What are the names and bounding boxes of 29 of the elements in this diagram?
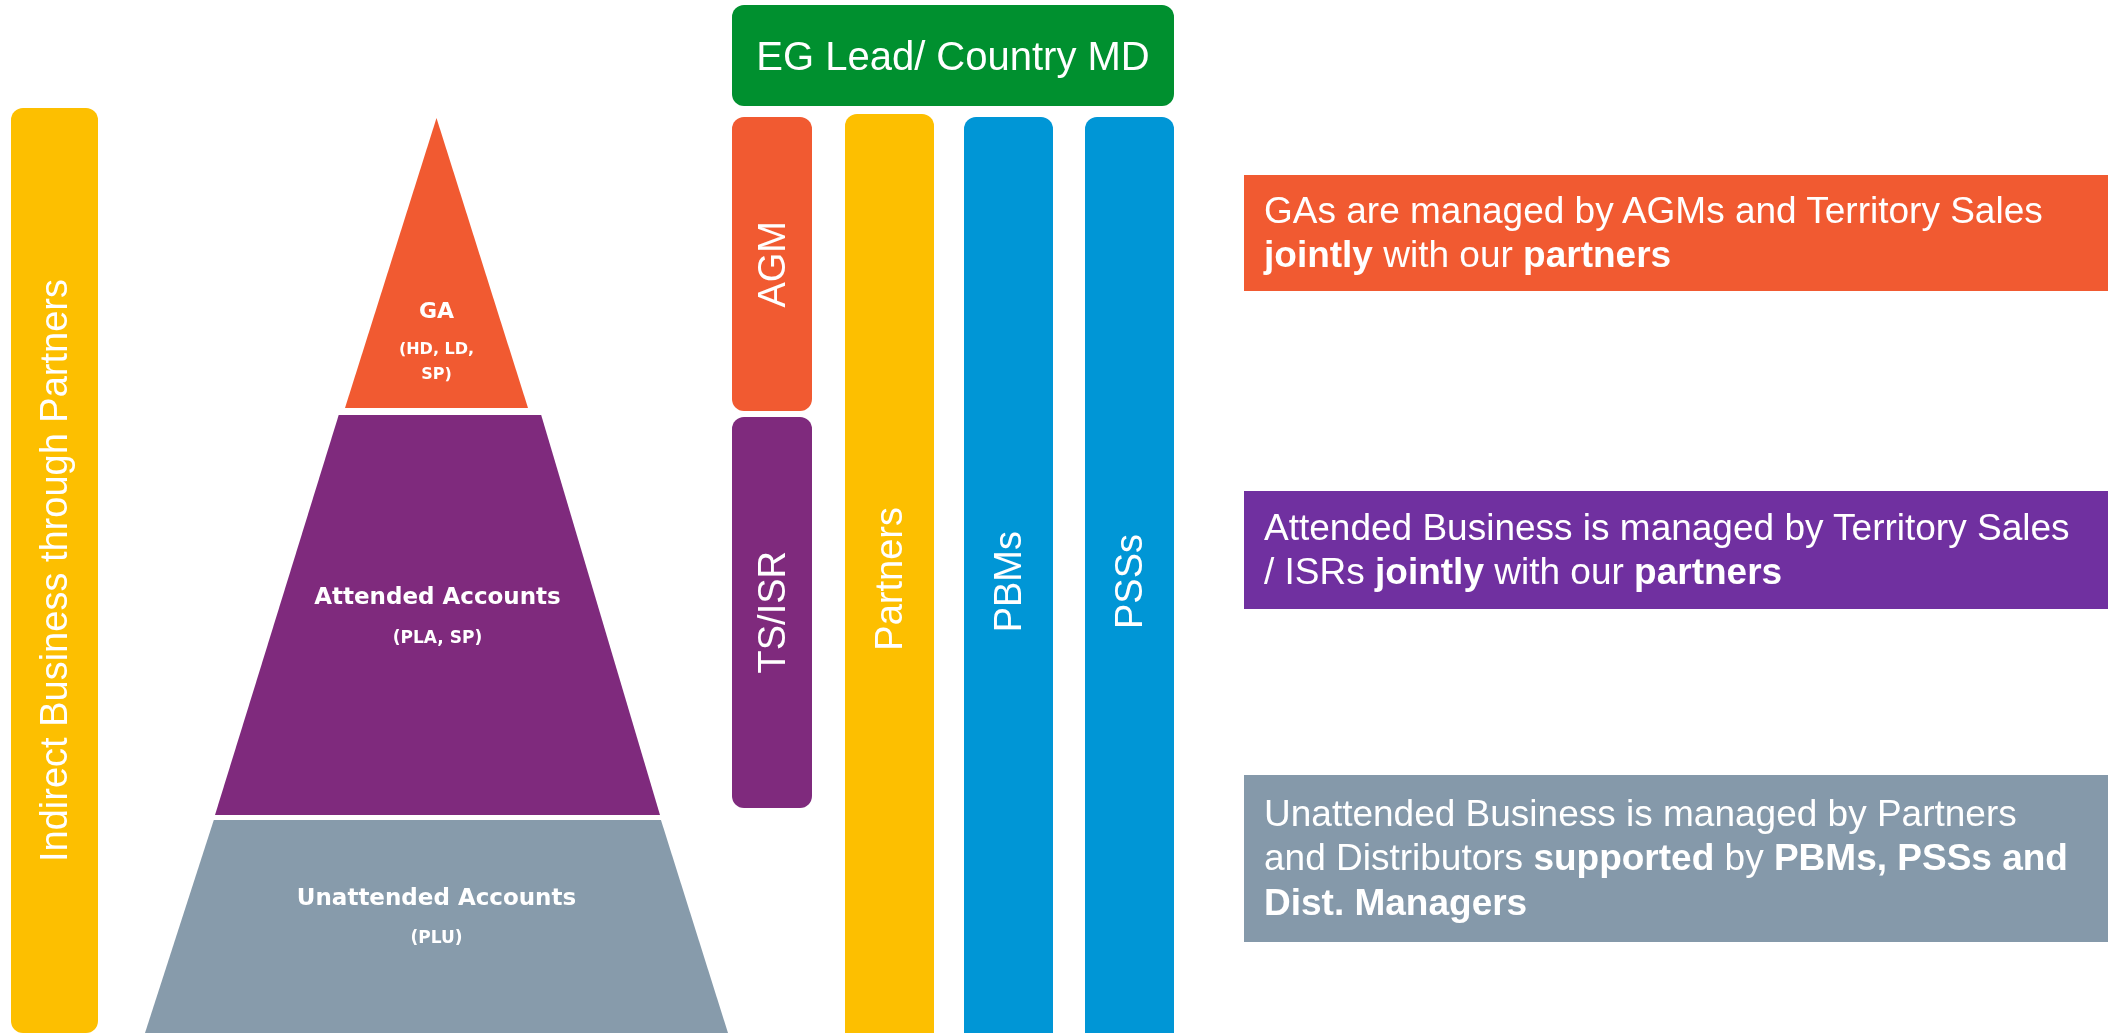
note-box (1244, 491, 2108, 609)
bar-label: EG Lead/ Country MD (756, 33, 1150, 78)
role-bar (732, 117, 812, 411)
role-bar (732, 5, 1174, 106)
bar-label: PBMs (987, 531, 1030, 633)
tier-subtitle: (HD, LD, SP) (397, 337, 476, 386)
bar-label: Partners (868, 507, 911, 651)
pyramid-tier (145, 820, 728, 1033)
bar-label: AGM (750, 220, 794, 308)
note-box (1244, 175, 2108, 291)
bar-label: Indirect Business through Partners (33, 279, 76, 862)
tier-subtitle: (PLA, SP) (391, 627, 484, 647)
bar-label: PSSs (1108, 534, 1151, 630)
role-bar (845, 114, 934, 1033)
bar-label: TS/ISR (750, 551, 794, 674)
note-text: GAs are managed by AGMs and Territory Sales jointly with our partners (1264, 188, 2044, 277)
note-text: Unattended Business is managed by Partners and Distributors supported by PBMs, PSSs and Dist. Managers (1264, 791, 2069, 925)
role-bar (732, 417, 812, 808)
pyramid-tier (345, 118, 528, 408)
role-bar (11, 108, 98, 1033)
role-bar (964, 117, 1053, 1033)
note-box (1244, 775, 2108, 942)
tier-title: Attended Accounts (313, 583, 562, 609)
note-text: Attended Business is managed by Territory Sales / ISRs jointly with our partners (1264, 505, 2071, 594)
tier-subtitle: (PLU) (409, 926, 464, 947)
tier-title: GA (417, 297, 456, 323)
pyramid-tier (215, 415, 660, 815)
role-bar (1085, 117, 1174, 1033)
tier-title: Unattended Accounts (295, 883, 578, 910)
